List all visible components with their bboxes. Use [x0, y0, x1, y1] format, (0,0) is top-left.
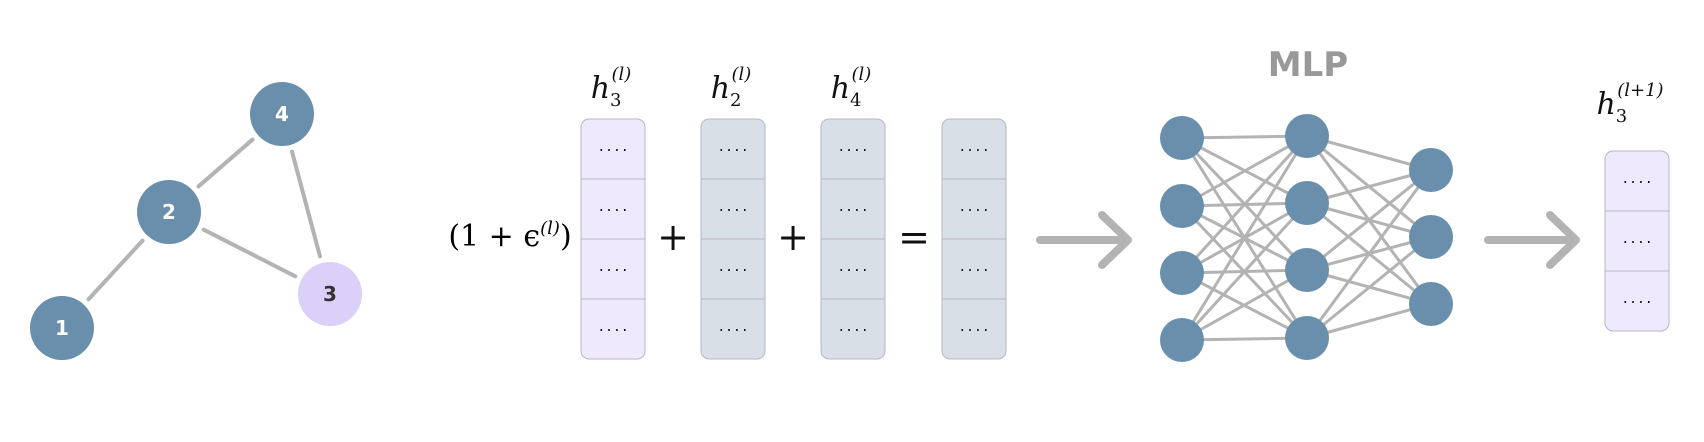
mlp-neuron-l1-2 — [1160, 184, 1204, 228]
output-vector-label: h3(l+1) — [1596, 80, 1663, 127]
mlp-neuron-l3-2 — [1409, 215, 1453, 259]
vector-cell: .... — [958, 140, 989, 155]
graph-node-label: 2 — [162, 200, 176, 224]
mlp-neuron-l2-3 — [1285, 248, 1329, 292]
operator-plus: + — [777, 215, 809, 259]
vector-cell: .... — [1621, 232, 1652, 247]
vector-cell: .... — [597, 320, 628, 335]
vector-cell: .... — [837, 200, 868, 215]
vector-cell: .... — [1621, 172, 1652, 187]
vector-cell: .... — [717, 320, 748, 335]
mlp-network — [1160, 114, 1453, 362]
equation-operators: + + = — [657, 215, 930, 259]
mlp-neuron-l1-4 — [1160, 318, 1204, 362]
vector-cell: .... — [597, 200, 628, 215]
mlp-neuron-l2-4 — [1285, 316, 1329, 360]
vector-cell: .... — [717, 260, 748, 275]
vector-cell: .... — [958, 200, 989, 215]
arrow-to-output — [1484, 211, 1580, 269]
vector-labels: h3(l) h2(l) h4(l) — [591, 64, 872, 111]
graph-node-label: 4 — [275, 102, 289, 126]
operator-equals: = — [898, 215, 930, 259]
mlp-neuron-l3-3 — [1409, 282, 1453, 326]
graph-edge-2-3 — [201, 227, 298, 279]
mlp-neuron-l3-1 — [1409, 148, 1453, 192]
graph-node-label: 1 — [55, 316, 69, 340]
mlp-connection — [1180, 201, 1309, 342]
feature-vector-4: ................ — [941, 118, 1007, 360]
graph-edge-1-2 — [86, 238, 145, 302]
mlp-connection — [1306, 235, 1432, 340]
output-vector: ............ — [1604, 150, 1670, 332]
feature-vectors: ........................................… — [580, 118, 1007, 360]
feature-vector-1: ................ — [580, 118, 646, 360]
arrow-to-mlp — [1036, 211, 1132, 269]
graph-node-4 — [250, 82, 314, 146]
mlp-connection — [1305, 169, 1433, 339]
vector-cell: .... — [1621, 292, 1652, 307]
vector-label: h3(l) — [591, 64, 632, 111]
graph-node-2 — [137, 180, 201, 244]
graph-edge-2-4 — [196, 137, 255, 189]
graph-node-label: 3 — [323, 282, 337, 306]
feature-vector-3: ................ — [820, 118, 886, 360]
vector-label: h3(l+1) — [1596, 80, 1663, 127]
output-vector-body: ............ — [1604, 150, 1670, 332]
vector-label: h4(l) — [831, 64, 872, 111]
mlp-connection — [1181, 268, 1308, 342]
mlp-connection — [1306, 168, 1432, 272]
feature-vector-2: ................ — [700, 118, 766, 360]
mlp-connection — [1181, 134, 1308, 208]
vector-cell: .... — [837, 260, 868, 275]
mlp-title: MLP — [1268, 45, 1348, 85]
graph-node-3 — [298, 262, 362, 326]
graph-edge-4-3 — [290, 149, 322, 259]
graph: 1 2 3 4 — [30, 82, 362, 360]
mlp-connection — [1180, 135, 1309, 341]
vector-cell: .... — [837, 140, 868, 155]
vector-cell: .... — [958, 320, 989, 335]
vector-cell: .... — [837, 320, 868, 335]
mlp-neuron-l1-1 — [1160, 116, 1204, 160]
mlp-connection — [1180, 134, 1309, 275]
vector-cell: .... — [717, 140, 748, 155]
mlp-neuron-l2-2 — [1285, 181, 1329, 225]
vector-label: h2(l) — [711, 64, 752, 111]
vector-cell: .... — [958, 260, 989, 275]
operator-plus: + — [657, 215, 689, 259]
graph-node-1 — [30, 296, 94, 360]
epsilon-term: (1 + ϵ(l)) — [448, 218, 571, 254]
vector-cell: .... — [717, 200, 748, 215]
vector-cell: .... — [597, 140, 628, 155]
mlp-neuron-l1-3 — [1160, 251, 1204, 295]
mlp-neuron-l2-1 — [1285, 114, 1329, 158]
vector-body — [1604, 150, 1670, 332]
vector-cell: .... — [597, 260, 628, 275]
